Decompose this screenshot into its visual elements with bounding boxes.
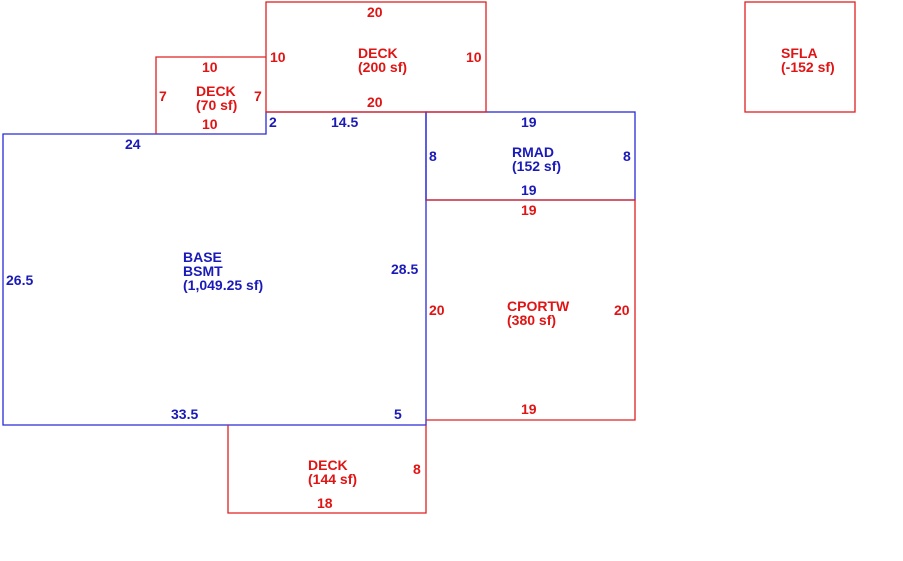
deck-200-dim-left: 10 [270, 49, 286, 65]
sfla-area-label: (-152 sf) [781, 59, 835, 75]
deck-70-dim-top: 10 [202, 59, 218, 75]
cportw-outline [426, 199, 636, 421]
deck-200-dim-top: 20 [367, 4, 383, 20]
deck-144-label: DECK [308, 457, 348, 473]
base-area-label: (1,049.25 sf) [183, 277, 263, 293]
base-dim-top-right: 14.5 [331, 114, 358, 130]
base-dim-top-left: 24 [125, 136, 141, 152]
cportw-dim-top: 19 [521, 202, 537, 218]
rmad-dim-left: 8 [429, 148, 437, 164]
deck-144-area-label: (144 sf) [308, 471, 357, 487]
sfla-outline [744, 1, 856, 113]
base-label: BASE [183, 249, 222, 265]
deck-70-label: DECK [196, 83, 236, 99]
deck-144-outline [227, 425, 427, 514]
rmad-area-label: (152 sf) [512, 158, 561, 174]
base-dim-top-step: 2 [269, 114, 277, 130]
deck-144-dim-bottom: 18 [317, 495, 333, 511]
deck-200-label: DECK [358, 45, 398, 61]
deck-144-dim-right: 8 [413, 461, 421, 477]
rmad-dim-right: 8 [623, 148, 631, 164]
cportw-dim-right: 20 [614, 302, 630, 318]
base-dim-bottom-right: 5 [394, 406, 402, 422]
base-dim-right: 28.5 [391, 261, 418, 277]
rmad-label: RMAD [512, 144, 554, 160]
sfla-label: SFLA [781, 45, 818, 61]
deck-70-outline [155, 56, 266, 134]
deck-200-area-label: (200 sf) [358, 59, 407, 75]
base-dim-bottom: 33.5 [171, 406, 198, 422]
base-dim-left: 26.5 [6, 272, 33, 288]
deck-70-area-label: (70 sf) [196, 97, 237, 113]
deck-70-dim-left: 7 [159, 88, 167, 104]
rmad-dim-bottom: 19 [521, 182, 537, 198]
cportw-dim-left: 20 [429, 302, 445, 318]
bsmt-label: BSMT [183, 263, 223, 279]
cportw-label: CPORTW [507, 298, 570, 314]
deck-70-dim-bottom: 10 [202, 116, 218, 132]
deck-200-dim-right: 10 [466, 49, 482, 65]
rmad-dim-top: 19 [521, 114, 537, 130]
cportw-area-label: (380 sf) [507, 312, 556, 328]
deck-200-dim-bottom: 20 [367, 94, 383, 110]
cportw-dim-bottom: 19 [521, 401, 537, 417]
deck-70-dim-right: 7 [254, 88, 262, 104]
